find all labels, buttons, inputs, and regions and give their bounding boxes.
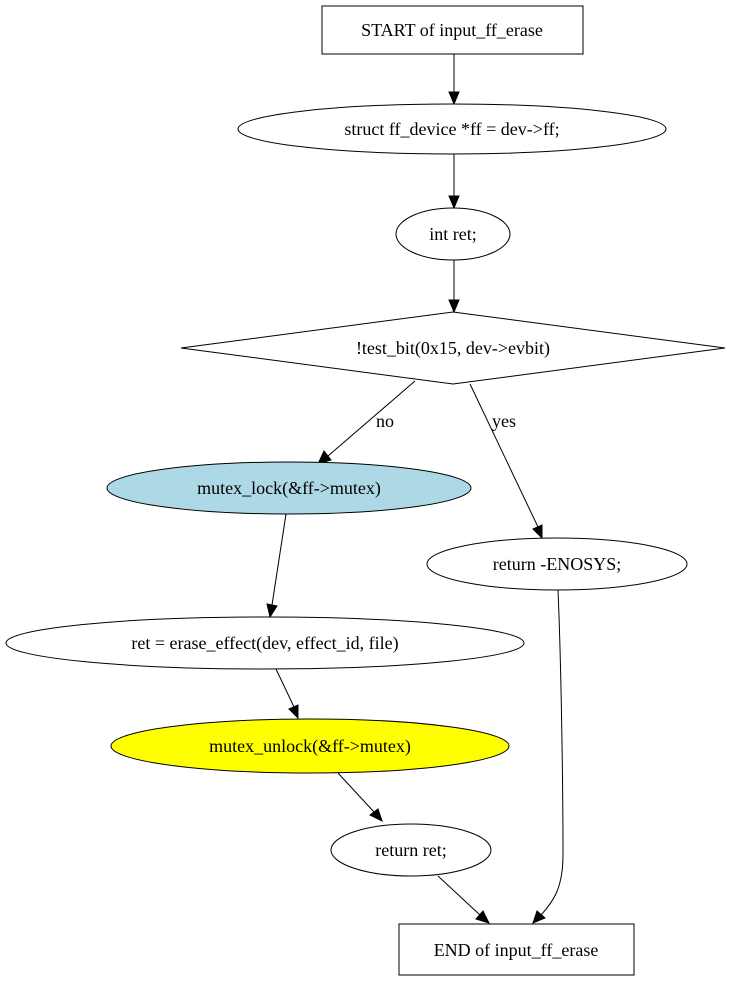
nodes: START of input_ff_erase struct ff_device… <box>5 5 726 976</box>
node-start-label: START of input_ff_erase <box>361 20 543 40</box>
node-ret[interactable]: return ret; <box>330 823 492 877</box>
node-unlock[interactable]: mutex_unlock(&ff->mutex) <box>110 718 510 774</box>
node-enosys-label: return -ENOSYS; <box>493 554 622 574</box>
edge-check-to-enosys <box>469 383 543 540</box>
edge-start-to-decl-ff <box>448 54 460 106</box>
edges: no yes <box>266 54 564 924</box>
node-ret-label: return ret; <box>375 840 446 860</box>
edge-erase-to-unlock <box>275 668 299 720</box>
edge-enosys-to-end <box>532 589 564 924</box>
node-unlock-label: mutex_unlock(&ff->mutex) <box>209 736 411 757</box>
node-end[interactable]: END of input_ff_erase <box>398 923 635 976</box>
node-erase-label: ret = erase_effect(dev, effect_id, file) <box>131 633 398 654</box>
node-check-label: !test_bit(0x15, dev->evbit) <box>356 338 550 359</box>
node-check[interactable]: !test_bit(0x15, dev->evbit) <box>180 311 726 385</box>
edge-check-to-lock <box>317 380 416 465</box>
edge-ret-to-end <box>437 875 490 924</box>
edge-unlock-to-ret <box>337 772 383 822</box>
node-lock-label: mutex_lock(&ff->mutex) <box>197 478 381 499</box>
node-erase[interactable]: ret = erase_effect(dev, effect_id, file) <box>5 616 525 670</box>
node-decl-ff[interactable]: struct ff_device *ff = dev->ff; <box>237 103 667 155</box>
edge-decl-ff-to-decl-ret <box>448 154 460 210</box>
edge-decl-ret-to-check <box>448 260 460 314</box>
edge-label-yes: yes <box>492 411 516 431</box>
edge-lock-to-erase <box>266 513 287 619</box>
edge-label-no: no <box>376 411 394 431</box>
node-end-label: END of input_ff_erase <box>434 940 599 960</box>
node-decl-ret-label: int ret; <box>429 224 477 244</box>
node-start[interactable]: START of input_ff_erase <box>321 5 584 55</box>
node-decl-ff-label: struct ff_device *ff = dev->ff; <box>344 119 559 139</box>
node-enosys[interactable]: return -ENOSYS; <box>426 537 688 591</box>
node-decl-ret[interactable]: int ret; <box>395 207 511 261</box>
node-lock[interactable]: mutex_lock(&ff->mutex) <box>106 461 472 515</box>
